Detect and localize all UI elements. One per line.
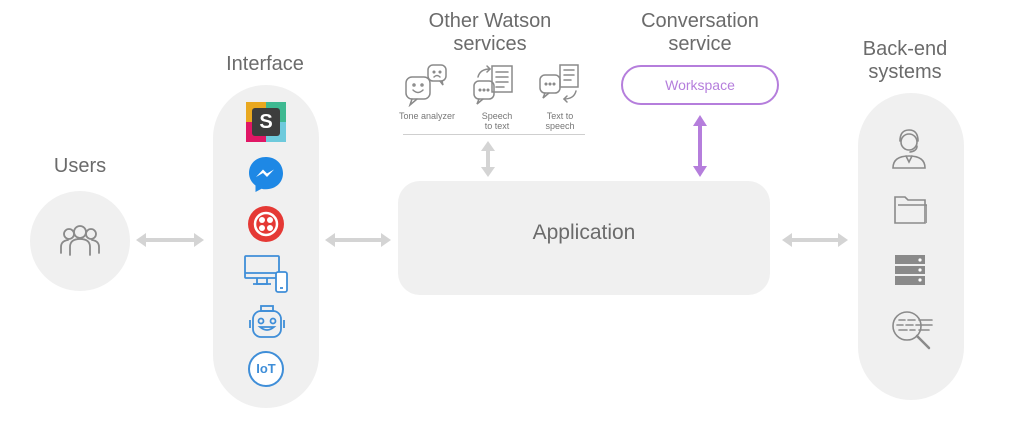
tone-analyzer-icon <box>402 63 450 107</box>
backend-line1: Back-end <box>862 38 948 60</box>
service-label-speech-line1: Speech <box>481 111 513 121</box>
slack-icon[interactable]: S <box>246 102 286 142</box>
service-label-tts-line1: Text to <box>546 111 574 121</box>
search-data-icon <box>889 307 935 353</box>
devices-icon[interactable] <box>243 254 289 294</box>
arrow-users-interface <box>136 233 204 247</box>
other-watson-line1: Other Watson <box>428 10 552 32</box>
service-label-speech-line2: to text <box>484 121 510 131</box>
conversation-label: Conversation service <box>610 10 790 56</box>
application-box: Application <box>398 181 770 295</box>
service-label-tone: Tone analyzer <box>392 111 462 121</box>
application-label: Application <box>532 221 636 244</box>
users-icon <box>60 225 100 256</box>
text-to-speech-icon <box>536 63 584 107</box>
arrow-services-application <box>481 141 495 177</box>
users-node <box>30 191 130 291</box>
robot-icon[interactable] <box>248 303 286 341</box>
iot-text: IoT <box>256 361 276 376</box>
users-label: Users <box>53 155 107 177</box>
service-label-tone-line1: Tone analyzer <box>398 111 456 121</box>
conversation-line2: service <box>668 33 732 55</box>
backend-line2: systems <box>868 61 942 83</box>
service-label-speech: Speech to text <box>462 111 532 131</box>
workspace-button[interactable]: Workspace <box>621 65 779 105</box>
service-label-tts-line2: speech <box>545 121 575 131</box>
services-divider <box>403 134 585 135</box>
service-label-tts: Text to speech <box>525 111 595 131</box>
arrow-application-backend <box>782 233 848 247</box>
backend-panel <box>858 93 964 400</box>
other-watson-label: Other Watson services <box>405 10 575 56</box>
slack-letter: S <box>259 111 273 133</box>
folder-icon <box>893 193 927 225</box>
backend-label: Back-end systems <box>840 38 970 84</box>
server-icon <box>893 253 927 287</box>
other-watson-line2: services <box>453 33 527 55</box>
conversation-line1: Conversation <box>641 10 759 32</box>
twilio-icon[interactable] <box>247 205 285 243</box>
interface-label: Interface <box>226 53 304 75</box>
workspace-label: Workspace <box>665 77 735 93</box>
iot-icon[interactable]: IoT <box>247 350 285 388</box>
arrow-interface-application <box>325 233 391 247</box>
agent-icon <box>889 128 929 170</box>
messenger-icon[interactable] <box>247 155 285 193</box>
arrow-workspace-application <box>693 115 707 177</box>
speech-to-text-icon <box>470 63 518 107</box>
